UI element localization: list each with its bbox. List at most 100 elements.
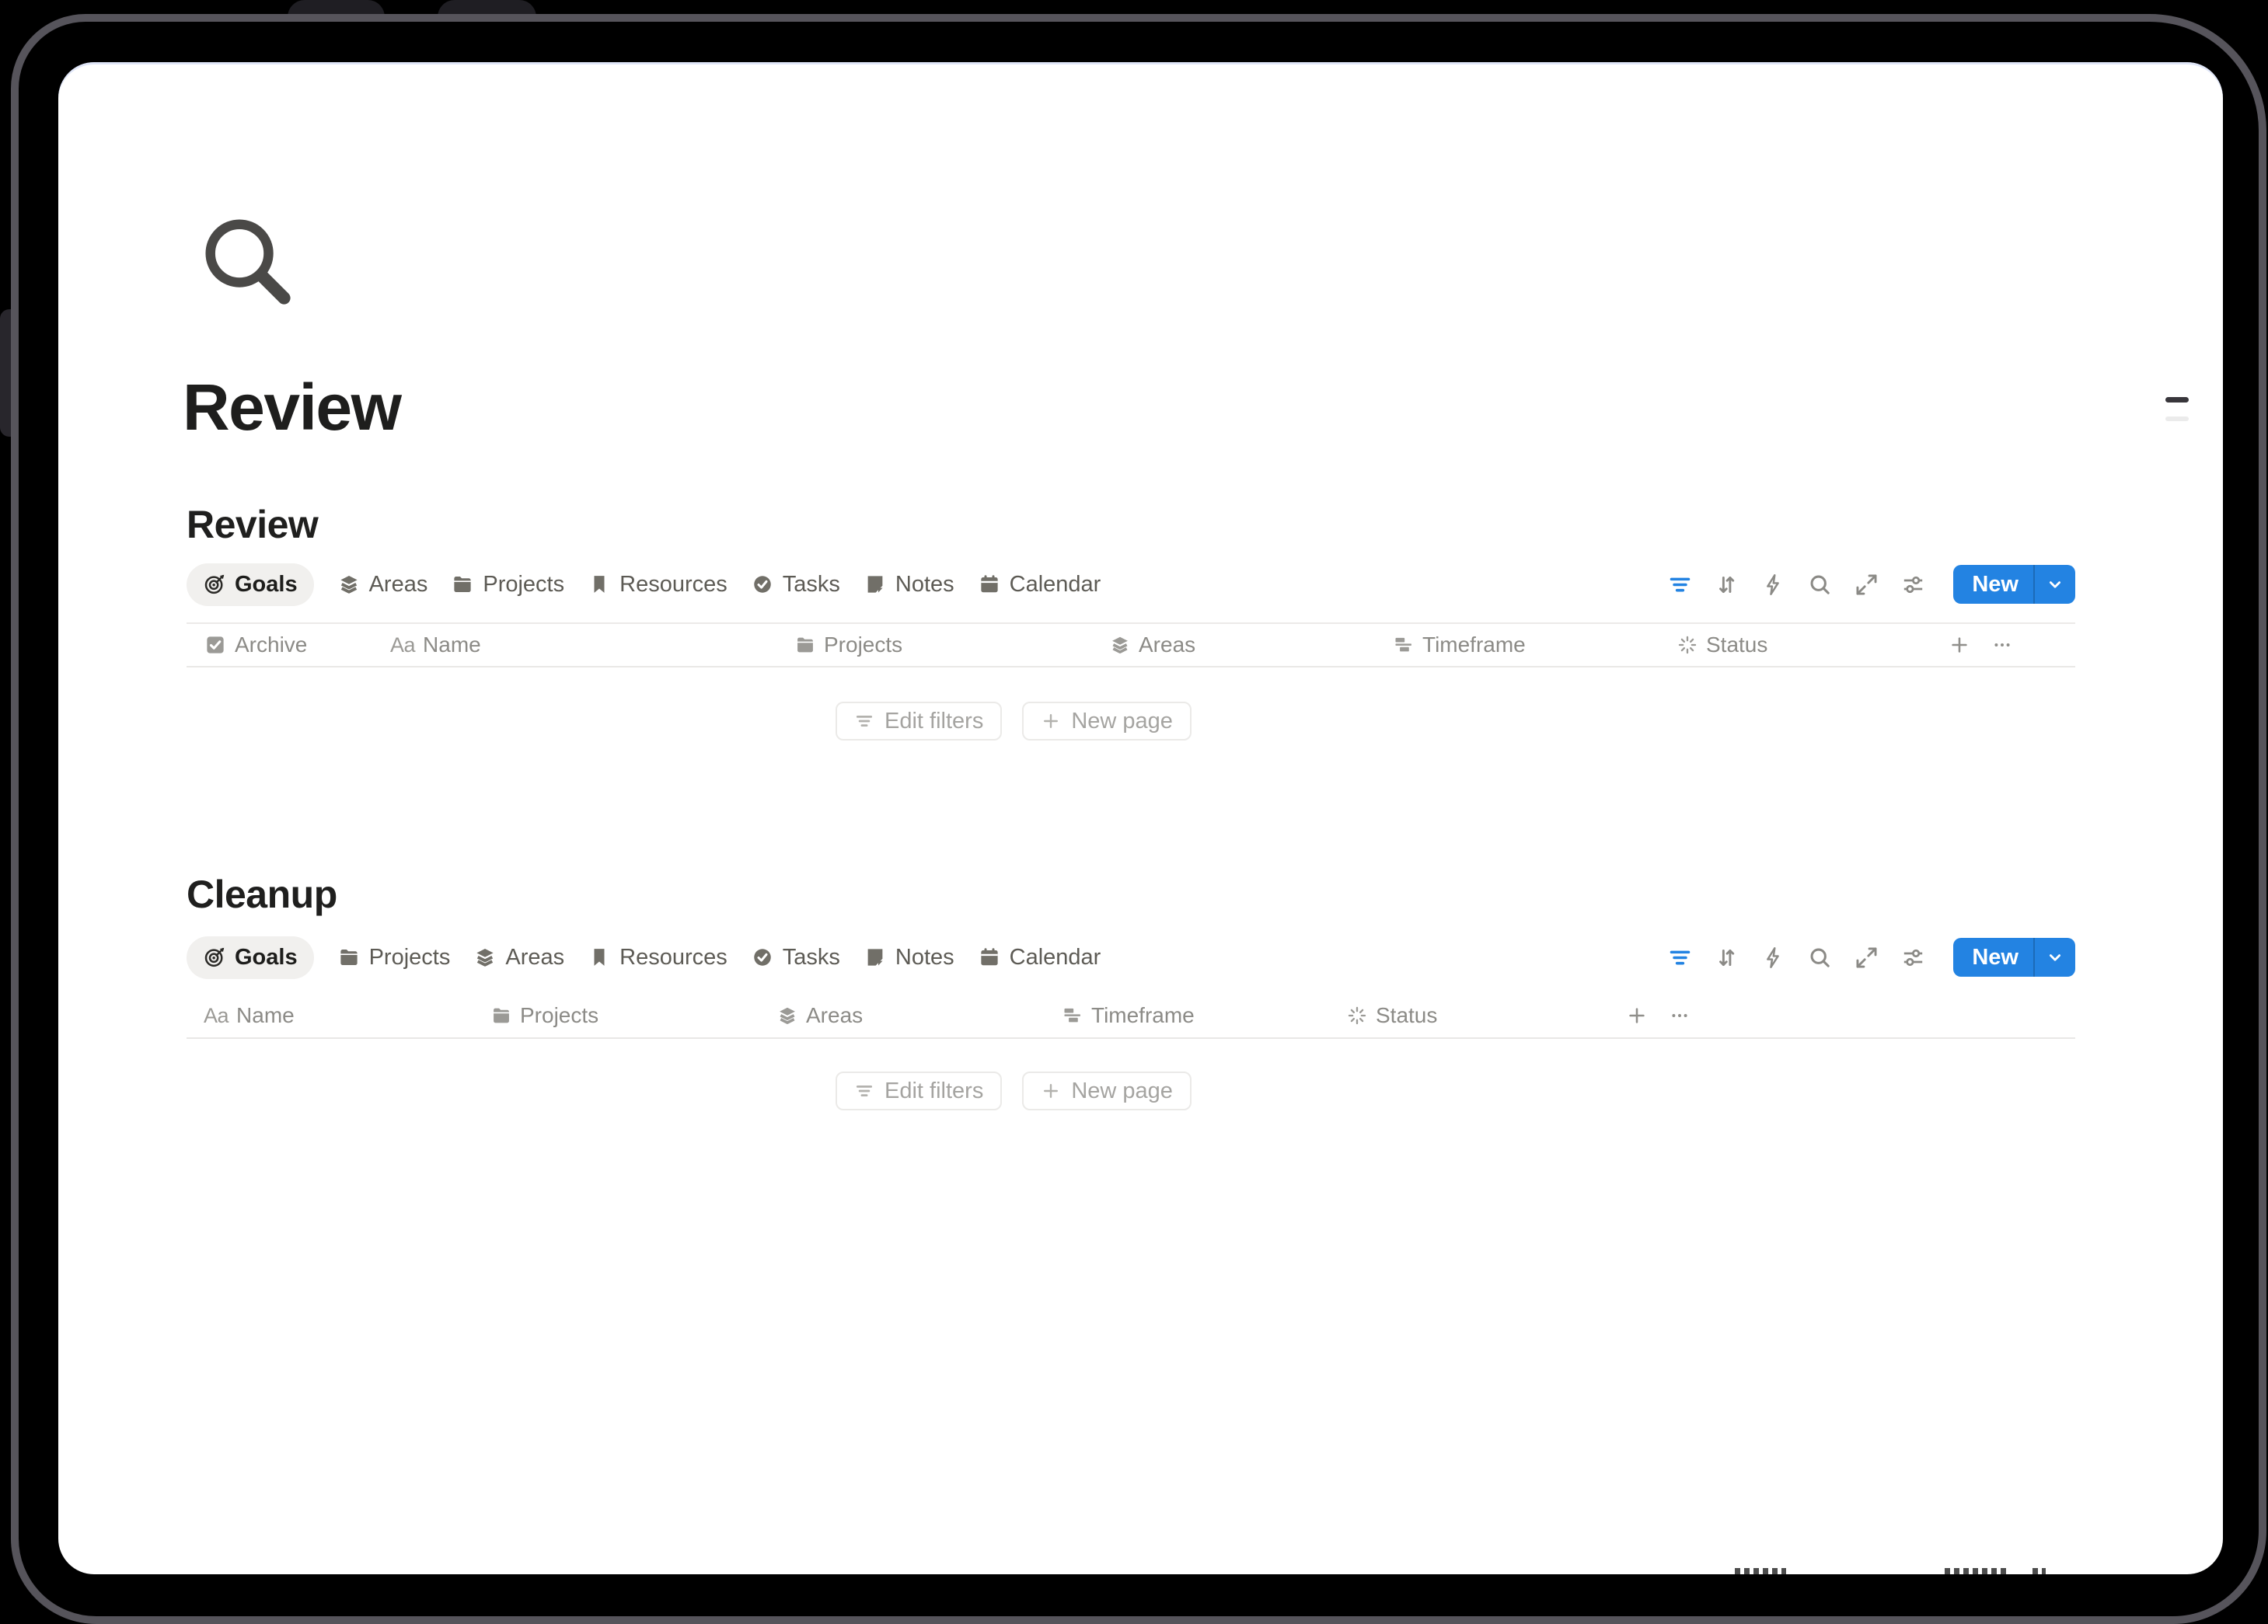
column-label: Areas bbox=[806, 1003, 864, 1027]
view-tabs: Goals Areas Projects Resources Tasks Not… bbox=[187, 563, 1101, 606]
stack-icon bbox=[776, 1005, 798, 1026]
header-tools bbox=[1626, 1005, 1691, 1026]
column-projects[interactable]: Projects bbox=[794, 633, 1109, 657]
section-heading-cleanup[interactable]: Cleanup bbox=[187, 873, 337, 916]
search-button[interactable] bbox=[1807, 572, 1833, 598]
button-label: New page bbox=[1071, 1078, 1173, 1103]
spinner-icon bbox=[1677, 634, 1698, 656]
new-button[interactable]: New bbox=[1972, 945, 2019, 970]
expand-button[interactable] bbox=[1854, 945, 1879, 971]
bookmark-icon bbox=[588, 946, 611, 969]
table-options-button[interactable] bbox=[1991, 634, 2013, 656]
sort-button[interactable] bbox=[1714, 945, 1739, 971]
tab-calendar[interactable]: Calendar bbox=[978, 572, 1101, 598]
folder-icon bbox=[451, 573, 474, 596]
ellipsis-icon bbox=[1669, 1005, 1691, 1026]
bookmark-icon bbox=[588, 573, 611, 596]
add-property-button[interactable] bbox=[1626, 1005, 1648, 1026]
column-areas[interactable]: Areas bbox=[1109, 633, 1393, 657]
check-circle-icon bbox=[751, 946, 774, 969]
view-toolbar: New bbox=[1667, 565, 2075, 604]
tab-resources[interactable]: Resources bbox=[588, 572, 728, 598]
section-heading-review[interactable]: Review bbox=[187, 503, 319, 546]
add-property-button[interactable] bbox=[1949, 634, 1970, 656]
column-status[interactable]: Status bbox=[1346, 1003, 1626, 1028]
filter-button[interactable] bbox=[1667, 572, 1693, 598]
view-settings-button[interactable] bbox=[1900, 945, 1926, 971]
sort-arrows-icon bbox=[1714, 945, 1739, 971]
page-icon-magnifier[interactable] bbox=[198, 212, 299, 313]
edit-filters-button[interactable]: Edit filters bbox=[836, 702, 1003, 741]
column-timeframe[interactable]: Timeframe bbox=[1062, 1003, 1346, 1028]
tab-projects[interactable]: Projects bbox=[337, 945, 450, 971]
plus-icon bbox=[1041, 711, 1061, 731]
expand-button[interactable] bbox=[1854, 572, 1879, 598]
edit-filters-button[interactable]: Edit filters bbox=[836, 1072, 1003, 1110]
new-page-button[interactable]: New page bbox=[1022, 702, 1192, 741]
tab-projects[interactable]: Projects bbox=[451, 572, 564, 598]
new-button-group: New bbox=[1953, 938, 2075, 977]
chevron-down-icon bbox=[2046, 948, 2064, 967]
empty-state-actions: Edit filters New page bbox=[836, 1072, 1192, 1110]
lightning-icon bbox=[1760, 945, 1786, 971]
column-status[interactable]: Status bbox=[1677, 633, 1949, 657]
tab-tasks[interactable]: Tasks bbox=[751, 945, 840, 971]
tab-areas[interactable]: Areas bbox=[473, 945, 564, 971]
sort-arrows-icon bbox=[1714, 572, 1739, 598]
tab-goals[interactable]: Goals bbox=[187, 936, 314, 979]
view-settings-button[interactable] bbox=[1900, 572, 1926, 598]
device-top-button bbox=[288, 0, 385, 17]
page-edge-handle-secondary bbox=[2165, 416, 2189, 421]
button-label: Edit filters bbox=[885, 1078, 984, 1103]
tab-label: Notes bbox=[895, 944, 954, 970]
page-edge-handle bbox=[2165, 397, 2189, 403]
table-options-button[interactable] bbox=[1669, 1005, 1691, 1026]
target-icon bbox=[203, 573, 226, 596]
column-name[interactable]: Aa Name bbox=[204, 1003, 490, 1028]
expand-icon bbox=[1854, 945, 1879, 971]
sliders-icon bbox=[1900, 572, 1926, 598]
tab-label: Calendar bbox=[1009, 571, 1101, 597]
tab-calendar[interactable]: Calendar bbox=[978, 945, 1101, 971]
new-button-divider bbox=[2033, 938, 2035, 977]
new-dropdown-button[interactable] bbox=[2035, 948, 2075, 967]
text-type-icon: Aa bbox=[204, 1003, 229, 1027]
new-button[interactable]: New bbox=[1972, 572, 2019, 597]
text-type-icon: Aa bbox=[390, 633, 416, 657]
column-timeframe[interactable]: Timeframe bbox=[1393, 633, 1677, 657]
chevron-down-icon bbox=[2046, 575, 2064, 594]
tab-resources[interactable]: Resources bbox=[588, 945, 728, 971]
tab-label: Projects bbox=[483, 571, 565, 597]
column-label: Name bbox=[423, 633, 481, 657]
table-header-review: Archive Aa Name Projects Areas Timeframe… bbox=[187, 622, 2075, 667]
tab-goals[interactable]: Goals bbox=[187, 563, 314, 606]
column-projects[interactable]: Projects bbox=[490, 1003, 776, 1028]
new-button-divider bbox=[2033, 565, 2035, 604]
new-dropdown-button[interactable] bbox=[2035, 575, 2075, 594]
sort-button[interactable] bbox=[1714, 572, 1739, 598]
tab-tasks[interactable]: Tasks bbox=[751, 572, 840, 598]
column-label: Projects bbox=[824, 633, 903, 657]
tab-areas[interactable]: Areas bbox=[337, 571, 428, 598]
tab-notes[interactable]: Notes bbox=[864, 572, 954, 598]
tab-label: Areas bbox=[368, 571, 428, 597]
search-button[interactable] bbox=[1807, 945, 1833, 971]
header-tools bbox=[1949, 634, 2013, 656]
tab-label: Resources bbox=[619, 944, 728, 970]
checkbox-icon bbox=[204, 633, 227, 657]
column-label: Name bbox=[236, 1003, 295, 1027]
tab-label: Goals bbox=[235, 571, 298, 597]
tab-notes[interactable]: Notes bbox=[864, 945, 954, 971]
column-label: Areas bbox=[1139, 633, 1196, 657]
column-name[interactable]: Aa Name bbox=[390, 633, 794, 657]
column-areas[interactable]: Areas bbox=[776, 1003, 1062, 1028]
new-page-button[interactable]: New page bbox=[1022, 1072, 1192, 1110]
page-title[interactable]: Review bbox=[183, 371, 402, 444]
spinner-icon bbox=[1346, 1005, 1368, 1026]
automations-button[interactable] bbox=[1760, 945, 1786, 971]
automations-button[interactable] bbox=[1760, 572, 1786, 598]
filter-button[interactable] bbox=[1667, 945, 1693, 971]
timeline-bars-icon bbox=[1393, 634, 1415, 656]
column-archive[interactable]: Archive bbox=[204, 633, 390, 657]
button-label: Edit filters bbox=[885, 708, 984, 734]
